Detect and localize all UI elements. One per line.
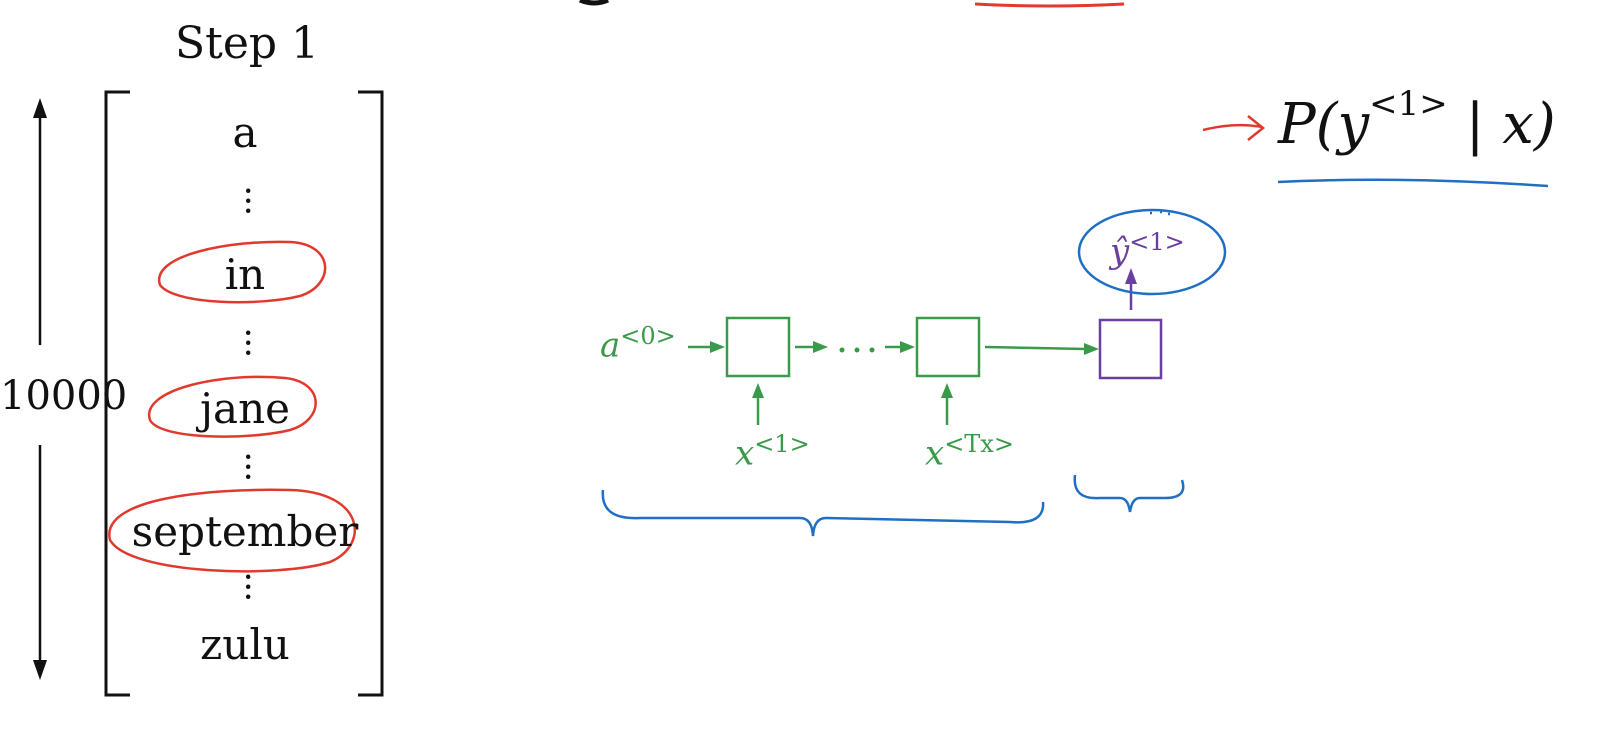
rnn-cells [725,316,981,378]
blue-underline [1277,178,1549,188]
circle-in [157,240,327,304]
blue-circle-output [1077,208,1227,296]
decoder-brace [1073,474,1185,513]
step-title: Step 1 [175,18,320,69]
blue-dots [1150,210,1170,216]
vocab-word-jane: jane [200,384,290,433]
initial-activation-label: a<0> [600,322,676,366]
rnn-cell-1 [725,316,791,378]
vocab-dots-2: ··· [244,318,253,367]
circle-september [108,488,356,573]
decoder-output-arrow [1125,268,1137,310]
circle-jane [147,375,317,438]
rnn-arrows [688,341,1099,425]
ellipsis [839,347,875,353]
vocab-size-arrow [33,98,47,680]
vocab-dots-4: ··· [244,562,253,611]
first-input-label: x<1> [735,430,810,474]
top-red-stroke [974,2,1125,8]
vocab-dots-3: ··· [244,442,253,491]
output-label: ŷ<1> [1110,228,1185,272]
top-dark-stroke [579,0,610,6]
vocab-dots-1: ··· [244,176,253,225]
vocab-word-september: september [131,507,359,556]
last-input-label: x<Tx> [925,430,1014,474]
decoder-cell [1098,318,1163,380]
vocab-word-zulu: zulu [200,620,290,669]
vocab-size-label: 10000 [0,373,128,419]
rnn-cell-tx [915,316,981,378]
red-circle-annotations [108,240,356,573]
vocab-word-in: in [224,250,266,299]
red-arrow-annotation [1202,115,1266,141]
vector-brackets [104,90,384,697]
encoder-brace [601,489,1045,537]
probability-expression: P(y<1> | x) [1278,84,1556,157]
vocab-word-a: a [232,108,258,157]
